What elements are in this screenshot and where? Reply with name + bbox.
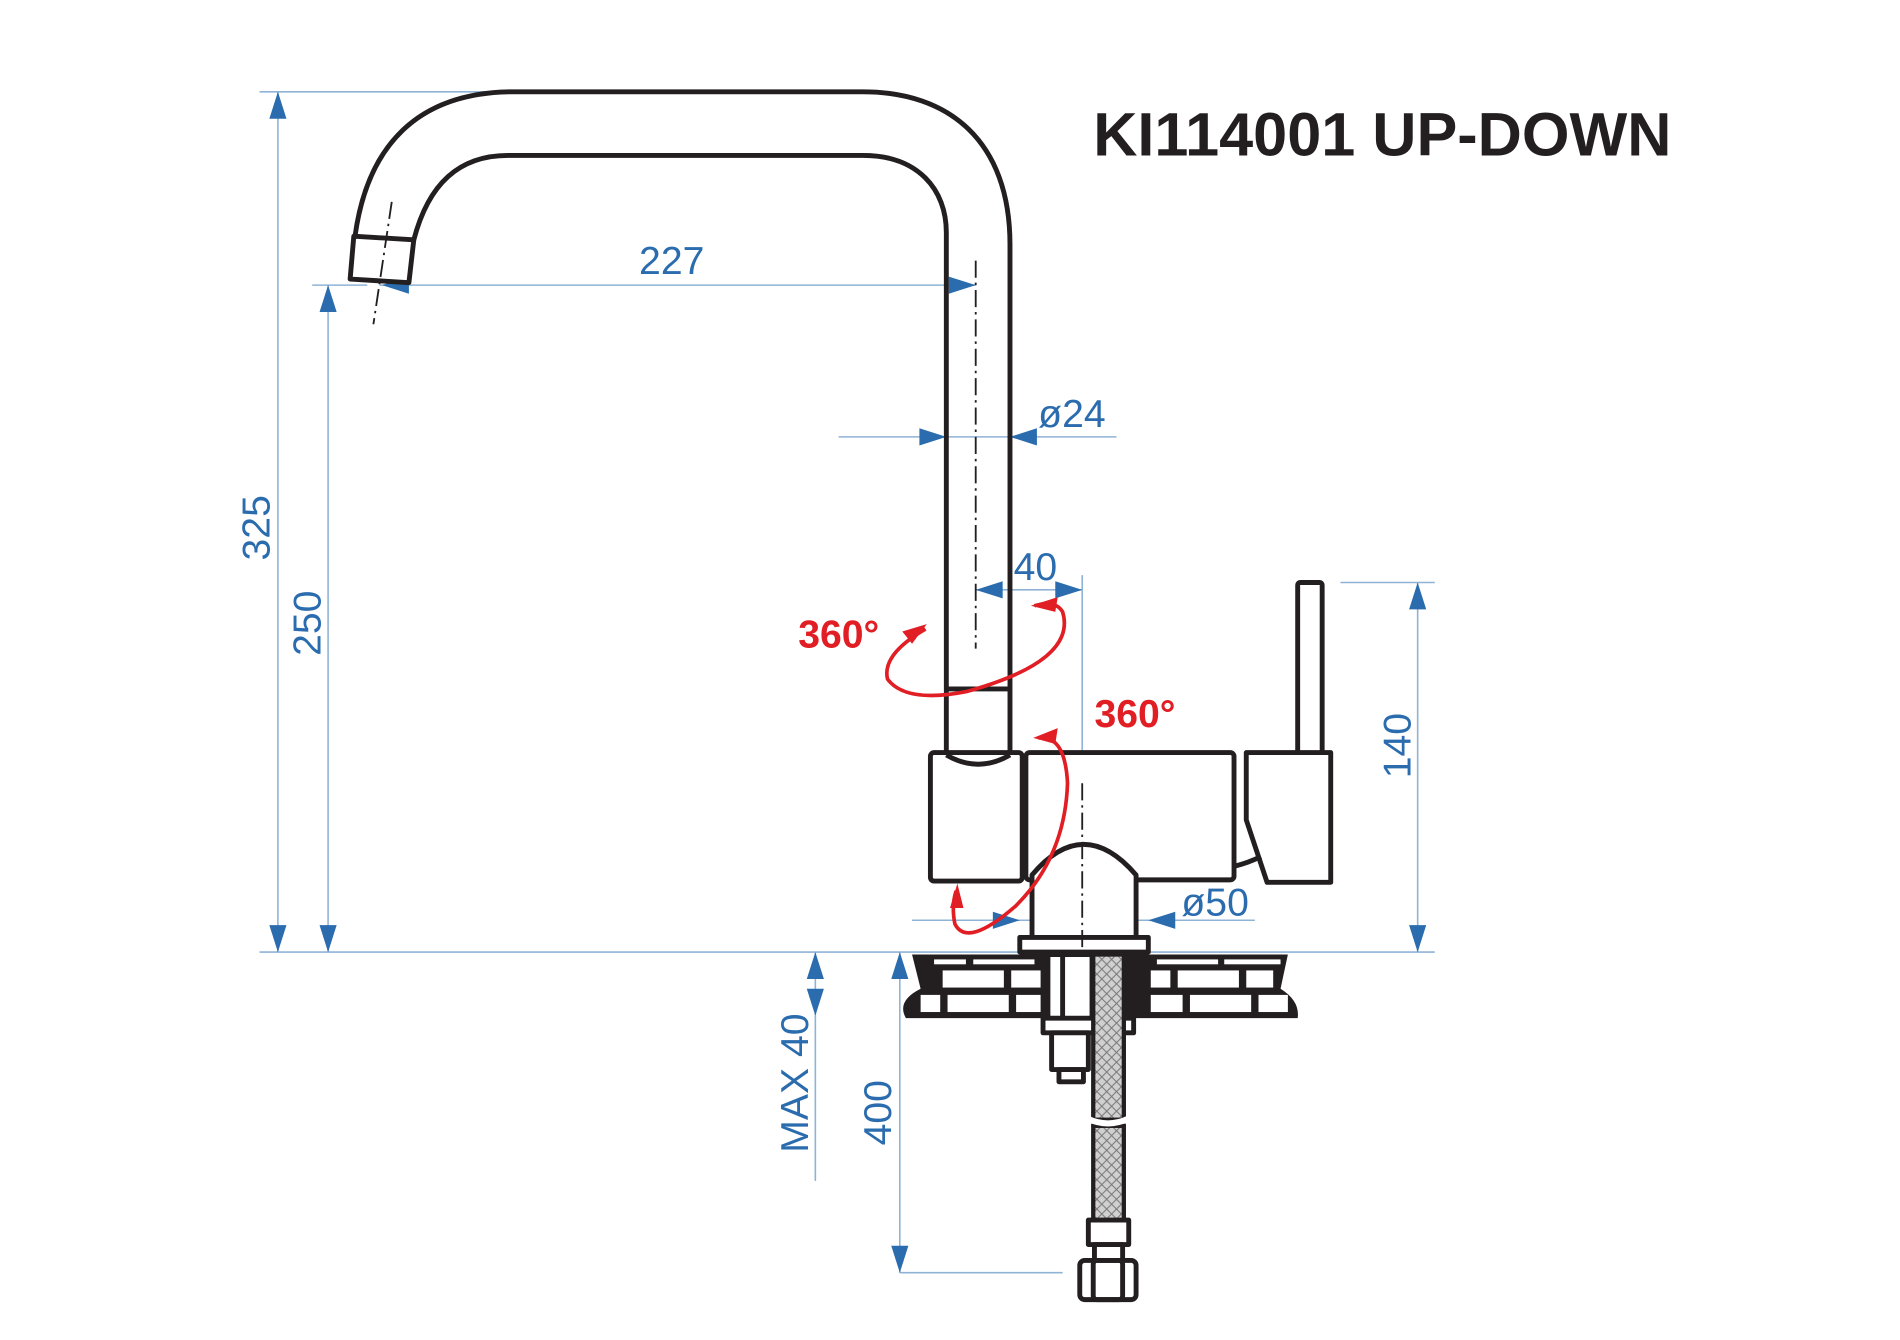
svg-text:40: 40 xyxy=(1014,546,1058,589)
dimension-40: 40 xyxy=(975,546,1083,599)
dimension-400: 400 xyxy=(857,952,909,1273)
dimension-325: 325 xyxy=(235,91,287,953)
svg-text:360°: 360° xyxy=(798,613,879,656)
hose-nut xyxy=(1077,1258,1139,1303)
faucet-body xyxy=(927,580,1334,955)
dimension-d24: ø24 xyxy=(919,393,1106,446)
svg-text:325: 325 xyxy=(235,495,278,560)
base-flange xyxy=(1017,934,1151,955)
svg-text:MAX 40: MAX 40 xyxy=(774,1013,817,1152)
svg-text:ø50: ø50 xyxy=(1181,881,1248,924)
spout xyxy=(347,89,1013,753)
dimension-d50: ø50 xyxy=(992,881,1249,929)
svg-text:400: 400 xyxy=(857,1080,900,1145)
base-dome xyxy=(1029,841,1139,940)
svg-text:227: 227 xyxy=(639,240,704,283)
svg-text:ø24: ø24 xyxy=(1038,393,1105,436)
dimension-250: 250 xyxy=(287,285,337,953)
mounting-shank xyxy=(1040,952,1137,1085)
extension-lines xyxy=(259,90,1435,1274)
model-title: KI114001 UP-DOWN xyxy=(1093,100,1671,168)
handle xyxy=(1243,750,1334,885)
supply-hose xyxy=(1077,952,1139,1303)
svg-text:250: 250 xyxy=(287,591,330,656)
spout-nozzle xyxy=(347,233,417,286)
dimension-140: 140 xyxy=(1376,582,1427,953)
svg-text:140: 140 xyxy=(1376,713,1419,778)
spout-rotation: 360° xyxy=(798,597,1067,698)
lever xyxy=(1295,580,1325,757)
svg-text:360°: 360° xyxy=(1094,693,1175,736)
body-rotation: 360° xyxy=(950,693,1175,935)
dimension-max40: MAX 40 xyxy=(774,952,824,1153)
